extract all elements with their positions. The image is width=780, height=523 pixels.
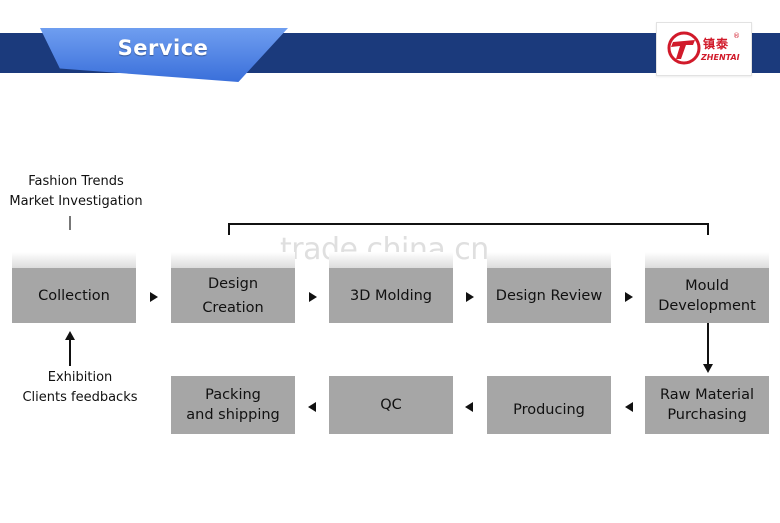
arrow-right-icon [309,292,317,302]
zhentai-logo-icon [667,31,701,65]
step-label: Producing [513,402,585,418]
bracket-right-line [707,223,709,235]
arrow-right-icon [625,292,633,302]
step-producing: Producing [487,376,611,434]
step-label: Raw Material [659,387,755,403]
arrow-down-icon [703,364,713,373]
step-label: Design [207,275,259,292]
input-bottom-connector [69,339,71,366]
registered-mark: ® [733,32,740,40]
input-label-bottom: Exhibition Clients feedbacks [6,368,154,408]
box-shade [645,252,769,268]
input-top-connector [69,216,71,230]
brand-logo: 镇泰 ® ZHENTAI [656,22,752,76]
step-label: QC [380,397,402,413]
arrow-left-icon [308,402,316,412]
arrow-right-icon [466,292,474,302]
bracket-left-line [228,223,230,235]
step-label: Packing [205,387,261,403]
step-label: Design Review [495,287,603,304]
step-label: Development [658,297,756,314]
step-design-creation: Design Creation [171,268,295,323]
down-connector-line [707,323,709,364]
bracket-horizontal-line [228,223,709,225]
arrow-up-icon [65,331,75,340]
step-qc: QC [329,376,453,434]
step-collection: Collection [12,268,136,323]
arrow-right-icon [150,292,158,302]
exhibition-label: Exhibition [47,370,113,385]
arrow-left-icon [465,402,473,412]
step-raw-material: Raw Material Purchasing [645,376,769,434]
step-label: Mould [685,277,729,294]
step-label: Creation [202,299,264,316]
step-packing-shipping: Packing and shipping [171,376,295,434]
step-mould-development: Mould Development [645,268,769,323]
step-label: 3D Molding [349,287,433,304]
step-label: and shipping [186,407,280,423]
page-title: Service [117,36,209,60]
fashion-trends-label: Fashion Trends [28,174,124,189]
clients-feedbacks-label: Clients feedbacks [22,390,138,405]
input-label-top: Fashion Trends Market Investigation [2,172,150,212]
logo-en-text: ZHENTAI [701,53,740,62]
step-3d-molding: 3D Molding [329,268,453,323]
step-design-review: Design Review [487,268,611,323]
box-shade [171,252,295,268]
step-label: Purchasing [667,407,747,423]
box-shade [12,252,136,268]
box-shade [329,252,453,268]
arrow-left-icon [625,402,633,412]
box-shade [487,252,611,268]
logo-cn-text: 镇泰 [703,37,730,51]
market-investigation-label: Market Investigation [9,194,143,209]
step-label: Collection [38,287,110,304]
